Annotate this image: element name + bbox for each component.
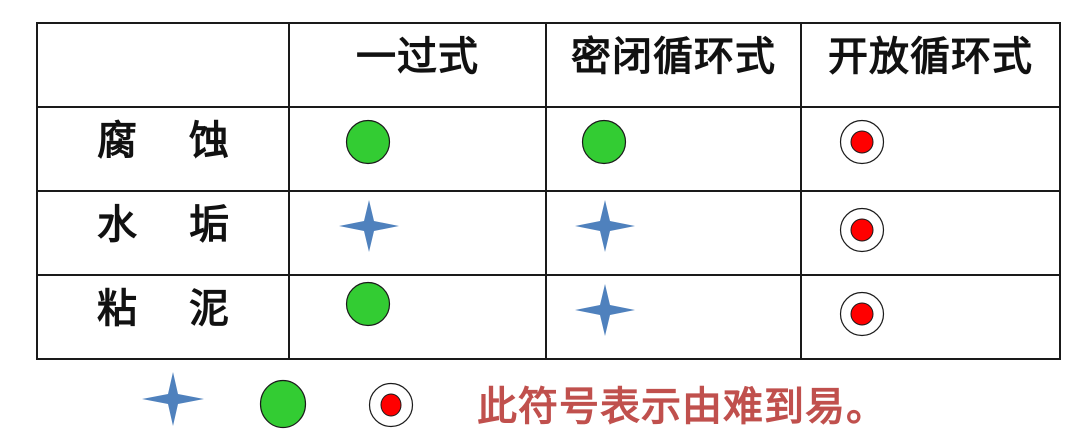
comparison-table: 一过式 密闭循环式 开放循环式 腐蚀 水垢 — [36, 22, 1061, 360]
green-circle-icon — [345, 281, 391, 327]
blue-star-icon — [575, 284, 635, 336]
cell-scale-open-recirculating — [800, 190, 1061, 276]
header-closed-recirculating: 密闭循环式 — [545, 22, 802, 108]
cell-scale-once-through — [288, 190, 547, 276]
cell-corrosion-open-recirculating — [800, 106, 1061, 192]
header-open-recirculating: 开放循环式 — [800, 22, 1061, 108]
row-label-corrosion: 腐蚀 — [36, 106, 290, 192]
header-blank-cell — [36, 22, 290, 108]
blue-star-icon — [339, 200, 399, 252]
cell-slime-once-through — [288, 274, 547, 360]
legend-red-target-icon — [368, 382, 414, 428]
row-label-char: 粘 — [97, 286, 137, 332]
row-label-char: 腐 — [97, 118, 137, 164]
green-circle-icon — [581, 119, 627, 165]
blue-star-icon — [575, 200, 635, 252]
legend-green-circle-icon — [259, 379, 307, 429]
row-label-slime: 粘泥 — [36, 274, 290, 360]
cell-slime-closed-recirculating — [545, 274, 802, 360]
table-row-slime: 粘泥 — [36, 274, 1061, 360]
header-once-through: 一过式 — [288, 22, 547, 108]
cell-scale-closed-recirculating — [545, 190, 802, 276]
row-label-char: 水 — [97, 202, 137, 248]
cell-slime-open-recirculating — [800, 274, 1061, 360]
row-label-scale: 水垢 — [36, 190, 290, 276]
red-target-icon — [839, 207, 885, 253]
red-target-icon — [839, 119, 885, 165]
legend-blue-star-icon — [142, 372, 204, 426]
row-label-char: 泥 — [189, 286, 229, 332]
cell-corrosion-once-through — [288, 106, 547, 192]
red-target-icon — [839, 291, 885, 337]
legend — [0, 362, 1070, 442]
table-row-scale: 水垢 — [36, 190, 1061, 276]
green-circle-icon — [345, 119, 391, 165]
cell-corrosion-closed-recirculating — [545, 106, 802, 192]
legend-description: 此符号表示由难到易。 — [477, 384, 887, 430]
row-label-char: 垢 — [189, 202, 229, 248]
header-row: 一过式 密闭循环式 开放循环式 — [36, 22, 1061, 108]
row-label-char: 蚀 — [189, 118, 229, 164]
table-row-corrosion: 腐蚀 — [36, 106, 1061, 192]
